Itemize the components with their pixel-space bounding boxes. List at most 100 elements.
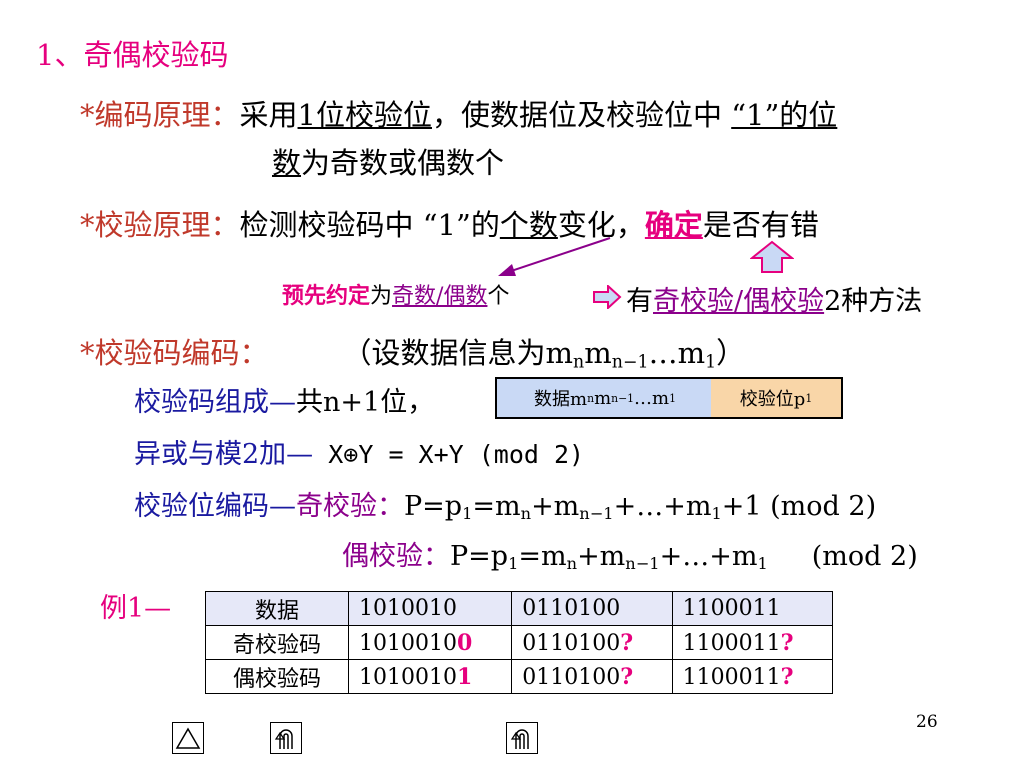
subscript: 1 <box>805 391 813 405</box>
text: m <box>584 336 612 370</box>
odd-parity-label: 奇校验： <box>296 491 404 522</box>
text: P=p <box>404 491 463 522</box>
table-row: 偶校验码 10100101 0110100? 1100011? <box>205 659 834 694</box>
text: 检测校验码中 “1”的 <box>239 208 500 242</box>
subscript: 1 <box>669 391 676 405</box>
pointer-arrow-icon <box>498 237 611 276</box>
text: （设数据信息为m <box>342 336 574 370</box>
subscript: n−1 <box>579 504 614 524</box>
text: 个 <box>487 284 510 309</box>
up-arrow-icon <box>750 240 794 273</box>
code-bits: 1100011 <box>682 664 781 690</box>
check-code-composition-line: 校验码组成—共n+1位， <box>134 380 434 419</box>
table-cell: 1100011? <box>671 659 834 694</box>
parity-bit: ? <box>780 629 794 656</box>
return-nav-button[interactable] <box>270 722 302 754</box>
code-bits: 0110100 <box>522 664 621 690</box>
convention-note: 预先约定为奇数/偶数个 <box>282 278 509 310</box>
parity-bit: ? <box>780 663 794 690</box>
xor-line: 异或与模2加— X⊕Y = X+Y (mod 2) <box>134 432 584 471</box>
slide-title: 1、奇偶校验码 <box>36 38 229 72</box>
return-arrow-icon <box>510 729 529 749</box>
text: 采用 <box>239 98 298 132</box>
table-cell: 1100011? <box>671 625 834 660</box>
parity-bit: ? <box>620 629 634 656</box>
table-row: 奇校验码 10100100 0110100? 1100011? <box>205 625 834 660</box>
table-cell: 1010010 <box>347 591 513 626</box>
text-underlined: 1位校验位 <box>297 98 432 132</box>
subscript: n−1 <box>611 391 635 405</box>
subscript: 1 <box>705 352 717 373</box>
xor-label: 异或与模2加— <box>134 439 314 470</box>
subscript: 1 <box>711 504 722 524</box>
text: 是否有错 <box>702 208 819 242</box>
parity-bit: ? <box>620 663 634 690</box>
text: 数据m <box>534 389 588 410</box>
table-cell: 数据 <box>205 591 349 626</box>
text: ，使数据位及校验位中 <box>431 98 732 132</box>
text: 变化， <box>557 208 645 242</box>
subscript: n <box>573 352 585 373</box>
subscript: n−1 <box>625 554 660 574</box>
text-underlined: 个数 <box>499 208 558 242</box>
even-parity-label: 偶校验： <box>342 541 450 572</box>
text: +m <box>531 491 580 522</box>
encoding-principle-label: *编码原理： <box>80 98 240 132</box>
text: (mod 2) <box>811 541 918 572</box>
parity-encoding-label: 校验位编码— <box>134 491 296 522</box>
text: 共n+1位， <box>296 387 435 418</box>
text: m <box>594 387 612 409</box>
confirm-emphasis: 确定 <box>644 208 703 242</box>
text-underlined: 数 <box>272 146 302 180</box>
parity-bit: 1 <box>456 663 473 690</box>
text: =m <box>472 491 521 522</box>
home-nav-button[interactable] <box>172 722 204 754</box>
parity-bit: 0 <box>456 629 473 656</box>
parity-example-table: 数据 1010010 0110100 1100011 奇校验码 10100100… <box>205 591 834 694</box>
back-nav-button[interactable] <box>506 722 538 754</box>
text: +…+m <box>659 541 758 572</box>
text: 校验位p <box>739 389 806 410</box>
encoding-principle-line-2: 数为奇数或偶数个 <box>272 140 504 182</box>
text: …m <box>648 336 706 370</box>
page-number: 26 <box>916 712 938 732</box>
table-cell: 偶校验码 <box>205 659 349 694</box>
table-row: 数据 1010010 0110100 1100011 <box>205 591 834 626</box>
table-cell: 奇校验码 <box>205 625 349 660</box>
encoding-principle-line: *编码原理：采用1位校验位，使数据位及校验位中 “1”的位 <box>80 92 837 134</box>
subscript: 1 <box>508 554 519 574</box>
text: 有 <box>626 286 653 317</box>
text: 为 <box>370 284 393 309</box>
code-bits: 1010010 <box>359 630 457 656</box>
text: …m <box>634 387 670 409</box>
text-underlined: 奇校验/偶校验 <box>653 286 825 317</box>
text: P=p <box>450 541 509 572</box>
subscript: n <box>566 554 578 574</box>
odd-parity-line: 校验位编码—奇校验：P=p1=mn+mn−1+…+m1+1 (mod 2) <box>134 484 876 523</box>
code-bits: 0110100 <box>522 630 621 656</box>
table-cell: 0110100? <box>511 659 673 694</box>
text: +…+m <box>613 491 712 522</box>
code-bits: 1010010 <box>359 664 457 690</box>
note-emphasis: 预先约定 <box>282 283 371 309</box>
table-cell: 10100101 <box>347 659 513 694</box>
triangle-home-icon <box>175 727 201 749</box>
even-parity-line: 偶校验：P=p1=mn+mn−1+…+m1(mod 2) <box>342 534 918 573</box>
table-cell: 0110100 <box>511 591 673 626</box>
example-label: 例1— <box>100 593 172 624</box>
subscript: n <box>520 504 532 524</box>
code-bits: 1100011 <box>682 630 781 656</box>
subscript: n−1 <box>611 352 649 373</box>
subscript: 1 <box>757 554 768 574</box>
xor-formula: X⊕Y = X+Y (mod 2) <box>313 440 585 469</box>
text: +m <box>577 541 626 572</box>
subscript: n <box>587 391 595 405</box>
return-arrow-icon <box>274 729 293 749</box>
right-arrow-icon <box>593 285 622 309</box>
composition-label: 校验码组成— <box>134 387 296 418</box>
check-principle-label: *校验原理： <box>80 208 240 242</box>
table-cell: 10100100 <box>347 625 513 660</box>
check-code-encoding-line: *校验码编码：（设数据信息为mnmn−1…m1） <box>80 330 745 372</box>
